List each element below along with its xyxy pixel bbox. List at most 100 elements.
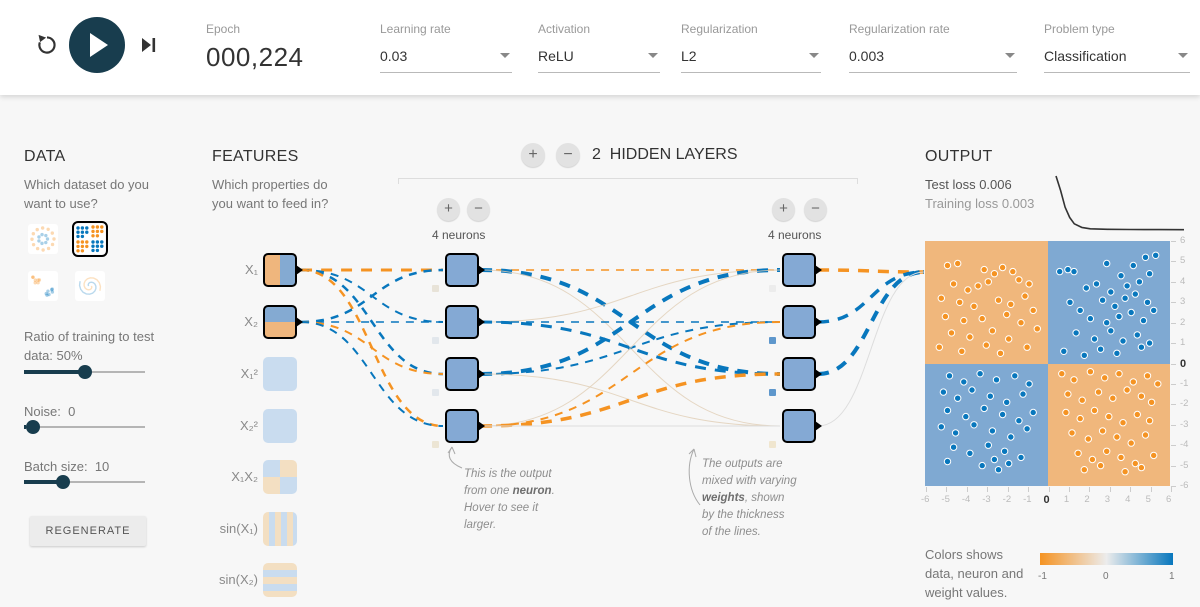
noise-label: Noise: 0 <box>24 404 76 419</box>
output-connector <box>478 369 485 379</box>
connection-h13-h21[interactable] <box>480 268 781 376</box>
batch-size-slider-knob[interactable] <box>56 475 71 489</box>
learning-rate-label: Learning rate <box>380 22 451 36</box>
x-tick--5: -5 <box>941 494 950 505</box>
y-tick--6: -6 <box>1180 480 1189 491</box>
feature-1-toggle[interactable] <box>263 253 303 287</box>
connection-h11-h24[interactable] <box>480 269 781 427</box>
connection-x1-h14[interactable] <box>300 268 444 428</box>
layer2-neuron-count: 4 neurons <box>768 228 822 242</box>
dataset-thumb-circle[interactable] <box>28 224 58 254</box>
connection-x2-h14[interactable] <box>300 321 444 427</box>
dataset-thumb-gaussian[interactable] <box>28 271 58 301</box>
chevron-down-icon <box>809 53 819 58</box>
activation-value[interactable]: ReLU <box>538 48 660 73</box>
play-pause-button[interactable] <box>69 17 125 73</box>
dataset-circle-icon <box>30 226 56 252</box>
connection-x2-h13[interactable] <box>300 321 444 375</box>
bias-h23 <box>769 389 776 396</box>
connection-h11-h23[interactable] <box>480 268 781 376</box>
problem-type-value[interactable]: Classification <box>1044 48 1190 73</box>
feature-label-6: sin(X₁) <box>219 521 258 536</box>
feature-4-toggle[interactable] <box>263 409 297 443</box>
connection-h12-h21[interactable] <box>480 269 781 323</box>
legend-tick-1: 1 <box>1169 571 1175 582</box>
layer1-add-neuron-button[interactable]: + <box>437 198 460 221</box>
step-button[interactable] <box>136 33 160 57</box>
reset-button[interactable] <box>34 32 60 58</box>
learning-rate-value[interactable]: 0.03 <box>380 48 512 73</box>
x-tick--4: -4 <box>961 494 971 505</box>
y-tick-2: 2 <box>1180 316 1186 328</box>
feature-3-toggle[interactable] <box>263 357 297 391</box>
x-tick-4: 4 <box>1125 494 1131 505</box>
ratio-slider-knob[interactable] <box>77 365 92 379</box>
layer2-remove-neuron-button[interactable]: − <box>804 198 827 221</box>
connection-h14-h22[interactable] <box>480 321 781 427</box>
x-tick-5: 5 <box>1145 494 1151 505</box>
connection-x1-h12[interactable] <box>300 269 444 323</box>
noise-slider-knob[interactable] <box>26 420 41 434</box>
output-section-title: OUTPUT <box>925 148 993 165</box>
x-tick-2: 2 <box>1084 494 1090 505</box>
connection-h12-h23[interactable] <box>480 320 781 376</box>
neuron-h23[interactable] <box>782 357 822 391</box>
connection-x1-h13[interactable] <box>300 268 444 376</box>
connection-h21-out[interactable] <box>817 268 925 274</box>
neuron-h14[interactable] <box>445 409 485 443</box>
layer1-neuron-count: 4 neurons <box>432 228 486 242</box>
connection-h22-out[interactable] <box>817 270 925 324</box>
data-section-title: DATA <box>24 148 66 165</box>
connection-h14-h21[interactable] <box>480 269 781 427</box>
x-tick--2: -2 <box>1002 494 1012 505</box>
regularization-rate-value[interactable]: 0.003 <box>849 48 1017 73</box>
noise-slider[interactable] <box>24 420 145 434</box>
x-tick--3: -3 <box>982 494 991 505</box>
neuron-h12[interactable] <box>445 305 485 339</box>
chevron-down-icon <box>1005 53 1015 58</box>
dataset-thumb-spiral[interactable] <box>75 271 105 301</box>
connection-h23-out[interactable] <box>817 270 925 376</box>
y-tick--5: -5 <box>1180 459 1189 471</box>
output-decision-map[interactable] <box>925 241 1170 486</box>
layer2-add-neuron-button[interactable]: + <box>772 198 795 221</box>
output-connector <box>478 265 485 275</box>
quadrant-bottom-right <box>1047 363 1170 486</box>
neuron-h13[interactable] <box>445 357 485 391</box>
bias-h13 <box>432 389 439 396</box>
layer1-remove-neuron-button[interactable]: − <box>467 198 490 221</box>
dataset-thumb-exclusive-or[interactable] <box>72 221 108 257</box>
add-layer-button[interactable]: + <box>521 143 545 167</box>
regenerate-button[interactable]: REGENERATE <box>30 516 146 546</box>
feature-5-toggle[interactable] <box>263 460 297 494</box>
x-tick-0: 0 <box>1043 494 1050 506</box>
y-tick--3: -3 <box>1180 418 1189 430</box>
output-connector <box>296 317 303 327</box>
ratio-label: Ratio of training to test data: 50% <box>24 329 155 363</box>
connection-h14-h23[interactable] <box>480 372 781 428</box>
activation-select: Activation ReLU <box>538 22 660 73</box>
neuron-h11[interactable] <box>445 253 485 287</box>
feature-2-toggle[interactable] <box>263 305 303 339</box>
connection-x2-h11[interactable] <box>300 268 444 324</box>
x-tick--6: -6 <box>921 494 930 505</box>
chevron-down-icon <box>500 53 510 58</box>
neuron-h24[interactable] <box>782 409 822 443</box>
batch-size-label: Batch size: 10 <box>24 459 110 474</box>
connection-h13-h22[interactable] <box>480 321 781 375</box>
connection-h24-out[interactable] <box>817 271 925 427</box>
noise-value: 0 <box>68 404 76 419</box>
batch-size-slider[interactable] <box>24 475 145 489</box>
connection-h13-h24[interactable] <box>480 373 781 427</box>
y-tick--4: -4 <box>1180 439 1189 451</box>
feature-7-toggle[interactable] <box>263 563 297 597</box>
neuron-h21[interactable] <box>782 253 822 287</box>
neuron-h22[interactable] <box>782 305 822 339</box>
ratio-slider[interactable] <box>24 365 145 379</box>
top-toolbar: Epoch 000,224 Learning rate 0.03 Activat… <box>0 0 1200 95</box>
regularization-value[interactable]: L2 <box>681 48 821 73</box>
feature-6-toggle[interactable] <box>263 512 297 546</box>
remove-layer-button[interactable]: − <box>556 143 580 167</box>
layers-bracket-line <box>398 178 858 184</box>
